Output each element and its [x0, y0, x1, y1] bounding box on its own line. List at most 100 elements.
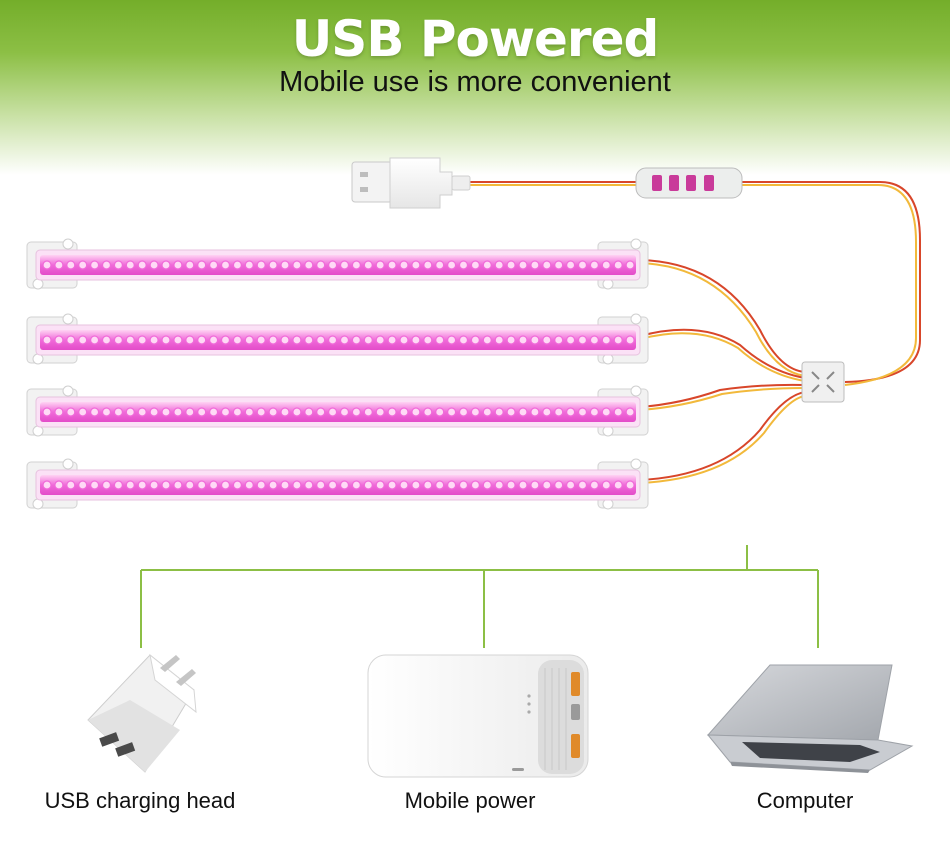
led — [197, 335, 207, 345]
led — [328, 407, 338, 417]
led — [125, 335, 135, 345]
led — [601, 480, 611, 490]
led — [185, 480, 195, 490]
led — [613, 335, 623, 345]
light-bar — [26, 385, 649, 437]
page-title: USB Powered — [291, 10, 660, 68]
led — [494, 335, 504, 345]
led — [351, 480, 361, 490]
led — [78, 480, 88, 490]
led — [339, 335, 350, 345]
led — [565, 480, 576, 490]
led — [601, 335, 611, 345]
led — [185, 260, 195, 270]
led — [423, 480, 433, 490]
led — [304, 260, 314, 270]
light-bar — [26, 238, 649, 290]
led — [518, 335, 528, 345]
led — [613, 480, 623, 490]
led — [292, 260, 302, 270]
led — [387, 335, 397, 345]
led — [256, 260, 266, 270]
led — [173, 480, 183, 490]
led — [42, 335, 52, 345]
led — [542, 260, 552, 270]
led — [375, 335, 385, 345]
led — [113, 480, 124, 490]
led — [161, 260, 171, 270]
led — [54, 260, 64, 270]
led — [328, 260, 338, 270]
led — [589, 480, 600, 490]
led — [387, 260, 397, 270]
led — [101, 260, 112, 270]
led — [470, 407, 480, 417]
led — [173, 260, 183, 270]
led — [375, 407, 385, 417]
led — [435, 407, 445, 417]
led — [66, 335, 76, 345]
led — [506, 335, 516, 345]
laptop-icon — [706, 664, 914, 773]
led — [411, 407, 421, 417]
led — [482, 335, 492, 345]
led — [363, 260, 373, 270]
led — [161, 335, 171, 345]
led — [220, 480, 231, 490]
led — [435, 335, 445, 345]
led — [530, 407, 540, 417]
led — [197, 407, 207, 417]
led — [209, 407, 219, 417]
led — [482, 480, 492, 490]
led — [280, 407, 290, 417]
led — [304, 480, 314, 490]
led — [185, 407, 195, 417]
led — [577, 407, 588, 417]
led — [89, 260, 100, 270]
device-label-computer: Computer — [756, 788, 854, 813]
led — [268, 260, 278, 270]
led — [173, 407, 183, 417]
led — [577, 335, 588, 345]
led — [339, 407, 350, 417]
led — [506, 407, 516, 417]
usb-plug — [351, 157, 471, 209]
led — [518, 480, 528, 490]
led — [137, 335, 147, 345]
led — [101, 335, 112, 345]
led — [387, 407, 397, 417]
led — [494, 407, 504, 417]
led — [232, 335, 242, 345]
led — [458, 480, 469, 490]
led — [125, 407, 135, 417]
led — [482, 407, 492, 417]
led — [42, 260, 52, 270]
led — [256, 335, 266, 345]
led — [149, 480, 159, 490]
led — [232, 480, 242, 490]
led — [137, 407, 147, 417]
led — [458, 335, 469, 345]
page-subtitle: Mobile use is more convenient — [279, 66, 671, 98]
connector-lines — [140, 545, 819, 648]
led — [292, 335, 302, 345]
led — [54, 407, 64, 417]
led — [209, 480, 219, 490]
header-gradient — [0, 0, 950, 175]
led — [137, 480, 147, 490]
led — [173, 335, 183, 345]
led — [577, 480, 588, 490]
led — [458, 407, 469, 417]
led — [447, 407, 457, 417]
led — [137, 260, 147, 270]
led — [589, 260, 600, 270]
controller-switch — [635, 167, 743, 199]
power-wiring — [470, 181, 921, 484]
wall-charger-icon — [87, 653, 197, 773]
led — [78, 407, 88, 417]
light-bar — [26, 313, 649, 365]
led — [447, 335, 457, 345]
led — [149, 407, 159, 417]
led — [363, 335, 373, 345]
led — [101, 407, 112, 417]
